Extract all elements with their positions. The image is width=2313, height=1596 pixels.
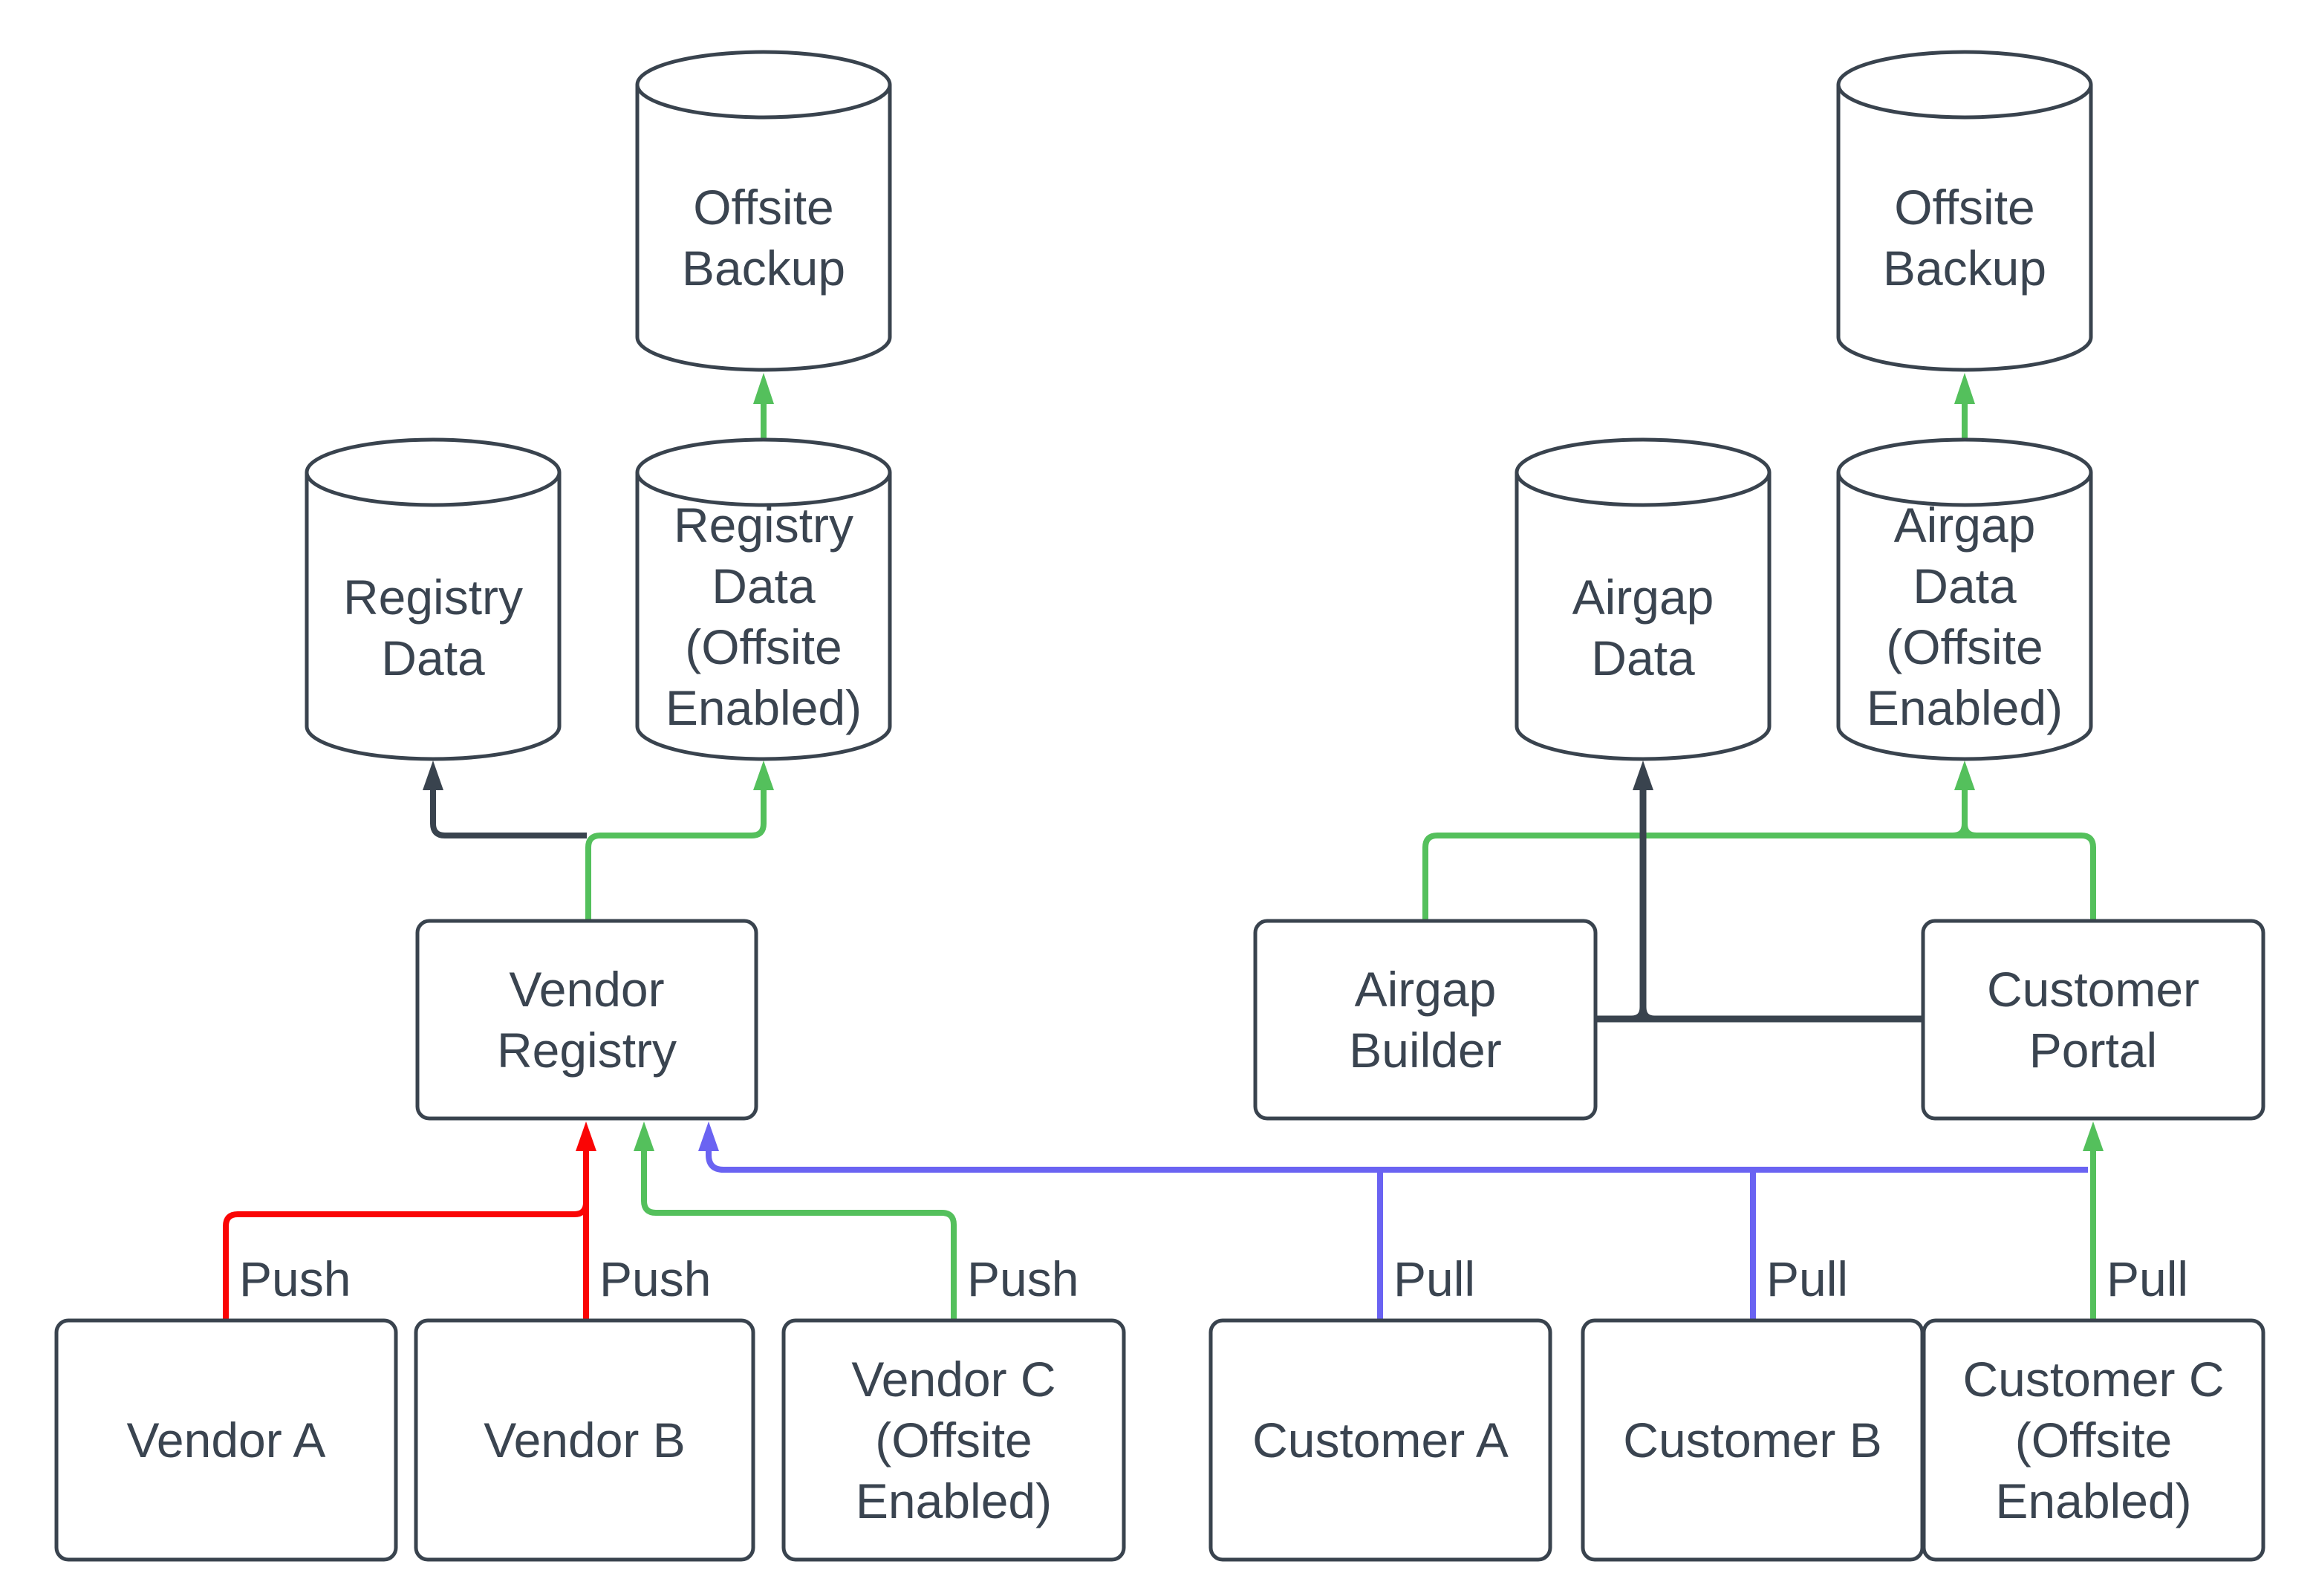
edge-vendor-c-to-vendor-registry: [634, 1121, 957, 1320]
box-vendor-registry: [415, 919, 758, 1121]
edge-registry-offsite-to-backup: [753, 373, 774, 440]
edge-vendor-registry-to-registry-data: [423, 760, 587, 838]
box-vendor-b: [414, 1318, 755, 1562]
cylinder-airgap-data: [1515, 437, 1772, 761]
edge-vendor-registry-to-registry-offsite: [585, 760, 774, 921]
edge-builder-portal-to-airgap-data: [1595, 760, 1923, 1023]
box-airgap-builder: [1253, 919, 1598, 1121]
edge-vendors-ab-to-vendor-registry: [223, 1121, 596, 1320]
cylinder-offsite-backup-left: [635, 50, 892, 372]
cylinder-registry-data: [305, 437, 562, 761]
box-vendor-a: [54, 1318, 398, 1562]
box-customer-a: [1208, 1318, 1552, 1562]
cylinder-airgap-data-offsite: [1836, 437, 2093, 761]
box-customer-b: [1581, 1318, 1925, 1562]
box-customer-c: [1922, 1318, 2265, 1562]
cylinder-registry-data-offsite: [635, 437, 892, 761]
edge-builder-portal-to-airgap-offsite: [1422, 760, 2096, 921]
edge-airgap-offsite-to-backup: [1954, 373, 1975, 440]
cylinder-offsite-backup-right: [1836, 50, 2093, 372]
edge-customer-c-to-customer-portal: [2083, 1121, 2104, 1320]
box-customer-portal: [1921, 919, 2265, 1121]
box-vendor-c: [781, 1318, 1126, 1562]
edge-customers-to-vendor-registry: [698, 1121, 2088, 1320]
